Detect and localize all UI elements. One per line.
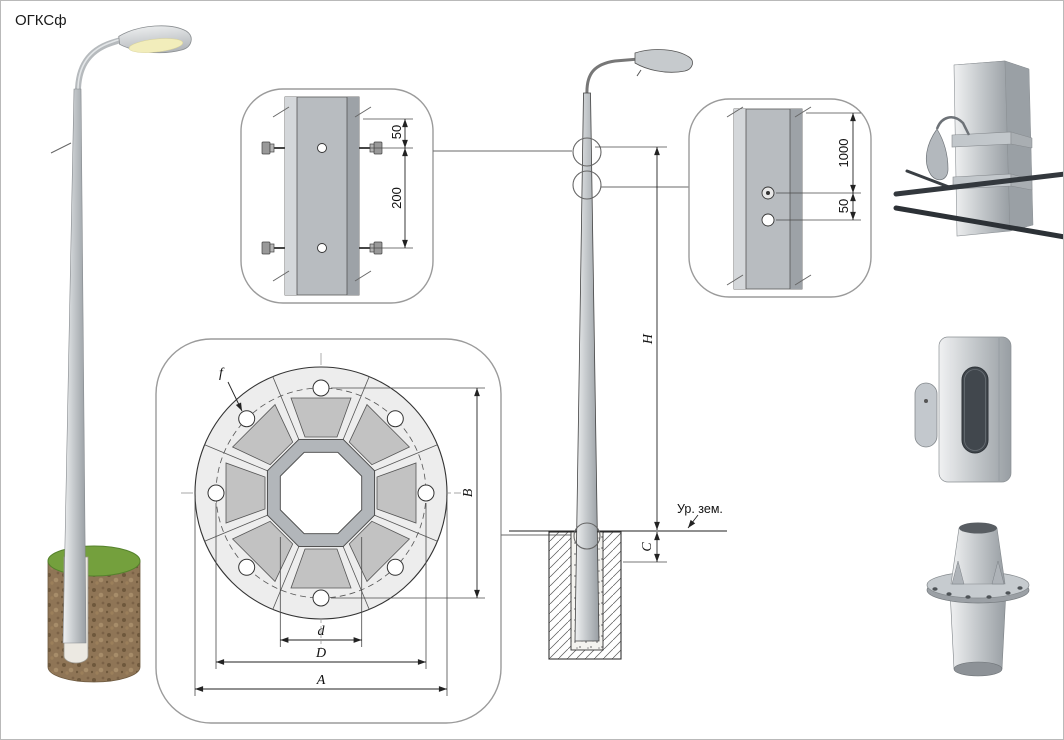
f-leader — [227, 381, 243, 412]
pole-shaft — [574, 92, 600, 642]
detail-callout-right: 1000 50 — [688, 98, 872, 298]
render-base-flange — [926, 522, 1030, 677]
wedge-clamp — [925, 128, 949, 181]
base-top-opening — [959, 522, 997, 534]
render-cable-clamp — [893, 60, 1063, 240]
dim-label-B: B — [461, 488, 476, 497]
flange-callout: f B d D A — [155, 338, 502, 724]
overhead-cable-2 — [893, 205, 1063, 240]
grass-top — [47, 545, 141, 577]
gusset-right — [991, 560, 1005, 585]
gusset-left — [951, 560, 965, 585]
pole-3d-render — [47, 25, 192, 683]
band-clamp-upper — [951, 131, 1012, 148]
pole-arm — [585, 57, 640, 96]
dim-label-H: H — [641, 333, 656, 345]
foundation-3d — [47, 560, 141, 683]
detail-marker-upper — [572, 137, 602, 167]
pole-shaft-3d — [62, 88, 87, 644]
luminaire-3d — [118, 25, 192, 54]
door-opening — [961, 366, 989, 454]
ground-level-arrow — [687, 514, 699, 529]
lamp-glow — [128, 38, 184, 53]
bolt-lower-left — [261, 241, 285, 255]
cable-jumper — [905, 169, 951, 189]
sector-lines — [204, 376, 438, 610]
dim-label-C: C — [640, 542, 655, 552]
overhead-cable-1 — [893, 171, 1063, 197]
dim-label-d: d — [318, 624, 326, 639]
dim-label-50: 50 — [389, 125, 404, 139]
dim-label-D: D — [315, 646, 326, 661]
gussets — [225, 397, 417, 589]
bolt-hole — [317, 243, 327, 253]
flange-bolt-holes — [207, 379, 435, 607]
door-cover — [914, 382, 938, 448]
dim-label-200: 200 — [389, 187, 404, 209]
elevation-drawing: H C Ур. зем. — [433, 49, 727, 660]
page-title: ОГКСф — [15, 12, 67, 29]
dim-label-A: A — [316, 673, 326, 688]
flange-bolt-dots — [932, 586, 1023, 599]
dim-label-f: f — [219, 366, 225, 381]
luminaire — [634, 49, 693, 73]
octagon-hole — [279, 451, 363, 535]
door-lock — [924, 399, 928, 403]
ground-level-label: Ур. зем. — [677, 502, 723, 516]
dim-label-1000: 1000 — [836, 139, 851, 168]
detail-callout-top: 50 200 — [240, 88, 434, 304]
detail-marker-base — [573, 522, 601, 550]
bolt-upper-left — [261, 141, 285, 155]
render-access-door — [914, 336, 1012, 483]
break-mark — [50, 142, 72, 154]
dim-label-50-right: 50 — [836, 199, 851, 213]
clamp-link — [935, 116, 971, 136]
luminaire-hook — [636, 69, 642, 77]
detail-marker-lower — [572, 170, 602, 200]
cable-hole — [761, 213, 775, 227]
pole-section-3d — [953, 60, 1011, 237]
bolt-hole — [317, 143, 327, 153]
